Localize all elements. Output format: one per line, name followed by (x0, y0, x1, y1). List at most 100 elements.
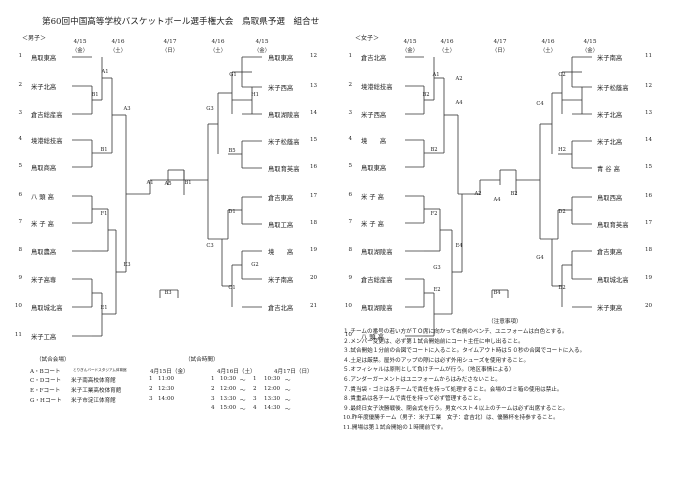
schedule-time: 12:00 (264, 386, 281, 392)
team-name: 八 頭 高 (31, 194, 54, 201)
team-number: 6 (348, 192, 352, 198)
team-name: 米子西高 (361, 112, 387, 119)
game-code: A4 (493, 197, 501, 203)
team-number: 15 (645, 164, 653, 170)
team-number: 4 (348, 136, 352, 142)
schedule-time: 12:00 (220, 386, 237, 392)
game-code: E1 (100, 305, 108, 311)
team-number: 12 (645, 83, 653, 89)
schedule-game-number: 2 (149, 386, 153, 392)
team-name: 鳥取湖陵高 (268, 112, 300, 119)
schedule-tilde: ～ (240, 388, 246, 394)
game-code: B5 (228, 148, 236, 154)
team-number: 4 (18, 136, 22, 142)
column-date: 4/15 (255, 39, 269, 45)
game-code: A2 (455, 76, 463, 82)
team-number: 6 (18, 192, 22, 198)
game-code: B2 (422, 92, 430, 98)
game-code: B2 (430, 147, 438, 153)
team-name: 米子高専 (31, 277, 57, 284)
team-number: 16 (645, 193, 653, 199)
schedule-game-number: 3 (211, 396, 215, 402)
schedule-day-header: 4月17日（日） (274, 369, 313, 375)
venue-name: 米子工業高校体育館 (71, 388, 122, 394)
team-number: 13 (645, 110, 653, 116)
column-weekday: （土） (109, 48, 127, 54)
game-code: D2 (558, 285, 566, 291)
column-date: 4/16 (440, 39, 454, 45)
team-name: 鳥取湖陵高 (361, 249, 393, 256)
game-code: A1 (432, 72, 440, 78)
team-number: 7 (18, 219, 22, 225)
game-code: G1 (229, 72, 237, 78)
schedule-game-number: 3 (253, 396, 257, 402)
schedule-game-number: 2 (253, 386, 257, 392)
team-number: 3 (18, 110, 22, 116)
team-name: 米子北高 (597, 112, 623, 119)
team-name: 倉吉北高 (268, 305, 294, 312)
team-number: 19 (310, 247, 318, 253)
note-item: ２.メンバー変更は、必ず第１試合開始前にコート主任に申し出ること。 (343, 338, 524, 345)
team-number: 3 (348, 110, 352, 116)
team-number: 7 (348, 219, 352, 225)
schedule-game-number: 3 (149, 396, 153, 402)
game-code: H1 (251, 92, 259, 98)
team-number: 2 (348, 82, 352, 88)
schedule-tilde: ～ (240, 398, 246, 404)
note-item: ３.試合開始１分前の合図でコートに入ること。タイムアウト時は５０秒の合図でコート… (343, 348, 586, 355)
team-name: 境港総技高 (31, 138, 63, 145)
team-number: 10 (344, 303, 352, 309)
team-name: 倉吉総産高 (31, 112, 63, 119)
team-name: 倉吉北高 (361, 55, 387, 62)
team-number: 5 (18, 163, 22, 169)
game-code: B4 (493, 290, 501, 296)
column-date: 4/15 (583, 39, 597, 45)
note-item: ４.土足は厳禁。屋外のアップの際には必ず外用シューズを使用すること。 (343, 357, 530, 364)
game-code: C2 (558, 72, 566, 78)
team-name: 鳥取工高 (268, 222, 294, 229)
schedule-time: 12:30 (158, 386, 175, 392)
boys-label: ＜男子＞ (22, 35, 47, 42)
schedule-time: 14:00 (158, 396, 175, 402)
team-number: 9 (18, 275, 22, 281)
team-name: 境 高 (361, 138, 387, 145)
schedule-tilde: ～ (285, 388, 291, 394)
game-code: B1 (184, 180, 192, 186)
game-code: G3 (206, 106, 214, 112)
column-weekday: （日） (161, 48, 179, 54)
team-name: 倉吉東高 (268, 195, 294, 202)
team-name: 米子北高 (31, 84, 57, 91)
girls-label: ＜女子＞ (355, 35, 380, 42)
venue-code: A・Bコート (30, 369, 61, 375)
schedule-time: 11:00 (158, 376, 175, 382)
game-code: E3 (123, 262, 131, 268)
team-name: 米子南高 (268, 277, 294, 284)
note-item: 10.昨年度優勝チーム（男子：米子工業 女子：倉吉北）は、優勝杯を持参すること。 (343, 415, 559, 422)
team-name: 鳥取城北高 (31, 305, 63, 312)
schedule-time: 10:30 (264, 376, 281, 382)
column-weekday: （金） (253, 48, 271, 54)
column-weekday: （土） (209, 48, 227, 54)
game-code: G2 (251, 262, 259, 268)
team-number: 17 (645, 220, 653, 226)
game-code: C3 (206, 243, 214, 249)
team-name: 米 子 高 (31, 221, 54, 228)
game-code: B3 (164, 290, 172, 296)
column-weekday: （土） (438, 48, 456, 54)
note-item: ７.貴当袋・ゴミは各チームで責任を持って処理すること。会場のゴミ箱の使用は禁止。 (343, 386, 563, 393)
team-name: 米子工高 (31, 334, 57, 341)
team-number: 8 (18, 247, 22, 253)
team-name: 鳥取東高 (268, 55, 294, 62)
team-name: 鳥取湖陵高 (361, 305, 393, 312)
note-item: １.チームの番号の若い方がＴＯ席に向かって右側のベンチ、ユニフォームは白色とする… (343, 329, 568, 335)
team-number: 18 (310, 220, 318, 226)
schedule-time: 10:30 (220, 376, 237, 382)
team-name: 鳥取西高 (597, 195, 623, 202)
team-number: 16 (310, 164, 318, 170)
team-name: 鳥取東高 (31, 55, 57, 62)
team-name: 鳥取育英高 (268, 166, 300, 173)
game-code: A1 (146, 180, 154, 186)
note-item: ８.貴重品は各チームで責任を持って必ず管理すること。 (343, 396, 485, 403)
schedule-tilde: ～ (240, 407, 246, 413)
